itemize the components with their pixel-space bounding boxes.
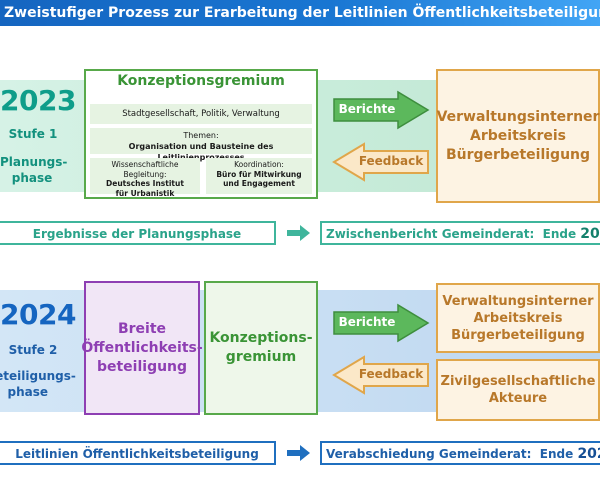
berichte-label-1: Berichte	[338, 102, 396, 116]
stage1-year: 2023	[0, 84, 76, 117]
verwaltungsinterner-arbeitskreis-text-2: Verwaltungsinterner Arbeitskreis Bürgerb…	[442, 293, 594, 343]
scientific-support-box: Wissenschaftliche Begleitung: Deutsches …	[90, 158, 200, 198]
result-planungsphase: Ergebnisse der Planungsphase	[0, 221, 276, 245]
themes-label: Themen:	[183, 131, 219, 140]
zivilgesellschaftliche-akteure-text: Zivilgesellschaftliche Akteure	[440, 374, 596, 406]
diagram-title: Zweistufiger Prozess zur Erarbeitung der…	[0, 0, 600, 26]
result-arrow-2	[287, 445, 311, 461]
stage2-year: 2024	[0, 298, 76, 331]
verwaltungsinterner-arbeitskreis-box-2: Verwaltungsinterner Arbeitskreis Bürgerb…	[436, 283, 600, 353]
zwischenbericht-text: Zwischenbericht Gemeinderat: Ende	[326, 227, 581, 241]
themes-value: Organisation und Bausteine des Leitlinie…	[128, 142, 274, 162]
stage1-phase-label: Planungs- phase	[0, 155, 68, 185]
konzeptionsgremium-themes: Themen: Organisation und Bausteine des L…	[90, 128, 312, 162]
breite-oeffentlichkeitsbeteiligung-text: Breite Öffentlichkeits- beteiligung	[81, 320, 203, 375]
right-arrow-icon	[333, 303, 430, 343]
berichte-arrow-1: Berichte	[332, 90, 430, 130]
scientific-value: Deutsches Institut für Urbanistik	[106, 179, 184, 198]
feedback-arrow-1: Feedback	[332, 142, 430, 182]
coordination-value: Büro für Mitwirkung und Engagement	[216, 169, 302, 189]
stage1-label: Stufe 1	[8, 127, 58, 141]
verabschiedung-gemeinderat: Verabschiedung Gemeinderat: Ende 2024	[320, 441, 600, 465]
stage2-phase-label: Beteiligungs- phase	[0, 369, 76, 399]
konzeptionsgremium-members: Stadtgesellschaft, Politik, Verwaltung	[90, 104, 312, 124]
scientific-label: Wissenschaftliche Begleitung:	[111, 160, 179, 179]
right-arrow-icon	[333, 90, 430, 130]
left-arrow-icon	[332, 142, 429, 182]
stage2-label: Stufe 2	[8, 343, 58, 357]
feedback-label-2: Feedback	[358, 367, 424, 381]
konzeptionsgremium-text-2: Konzeptions- gremium	[209, 330, 313, 365]
verabschiedung-year: 2024	[577, 446, 600, 462]
konzeptionsgremium-box-2: Konzeptions- gremium	[204, 281, 318, 415]
zivilgesellschaftliche-akteure-box: Zivilgesellschaftliche Akteure	[436, 359, 600, 421]
breite-oeffentlichkeitsbeteiligung-box: Breite Öffentlichkeits- beteiligung	[81, 281, 203, 415]
konzeptionsgremium-title: Konzeptionsgremium	[117, 73, 285, 89]
left-arrow-icon	[332, 355, 429, 395]
result-leitlinien: Leitlinien Öffentlichkeitsbeteiligung	[0, 441, 276, 465]
arrow-right-icon	[287, 225, 310, 241]
feedback-arrow-2: Feedback	[332, 355, 430, 395]
verwaltungsinterner-arbeitskreis-text: Verwaltungsinterner Arbeitskreis Bürgerb…	[436, 108, 600, 163]
feedback-label-1: Feedback	[358, 154, 424, 168]
arrow-right-icon	[287, 445, 310, 461]
verwaltungsinterner-arbeitskreis-box: Verwaltungsinterner Arbeitskreis Bürgerb…	[436, 69, 600, 203]
zwischenbericht-year: 2023	[580, 226, 600, 242]
zwischenbericht-gemeinderat: Zwischenbericht Gemeinderat: Ende 2023	[320, 221, 600, 245]
coordination-box: Koordination: Büro für Mitwirkung und En…	[206, 158, 312, 194]
berichte-label-2: Berichte	[338, 315, 396, 329]
result-arrow-1	[287, 225, 311, 241]
coordination-label: Koordination:	[234, 160, 284, 169]
berichte-arrow-2: Berichte	[332, 303, 430, 343]
verabschiedung-text: Verabschiedung Gemeinderat: Ende	[326, 447, 578, 461]
